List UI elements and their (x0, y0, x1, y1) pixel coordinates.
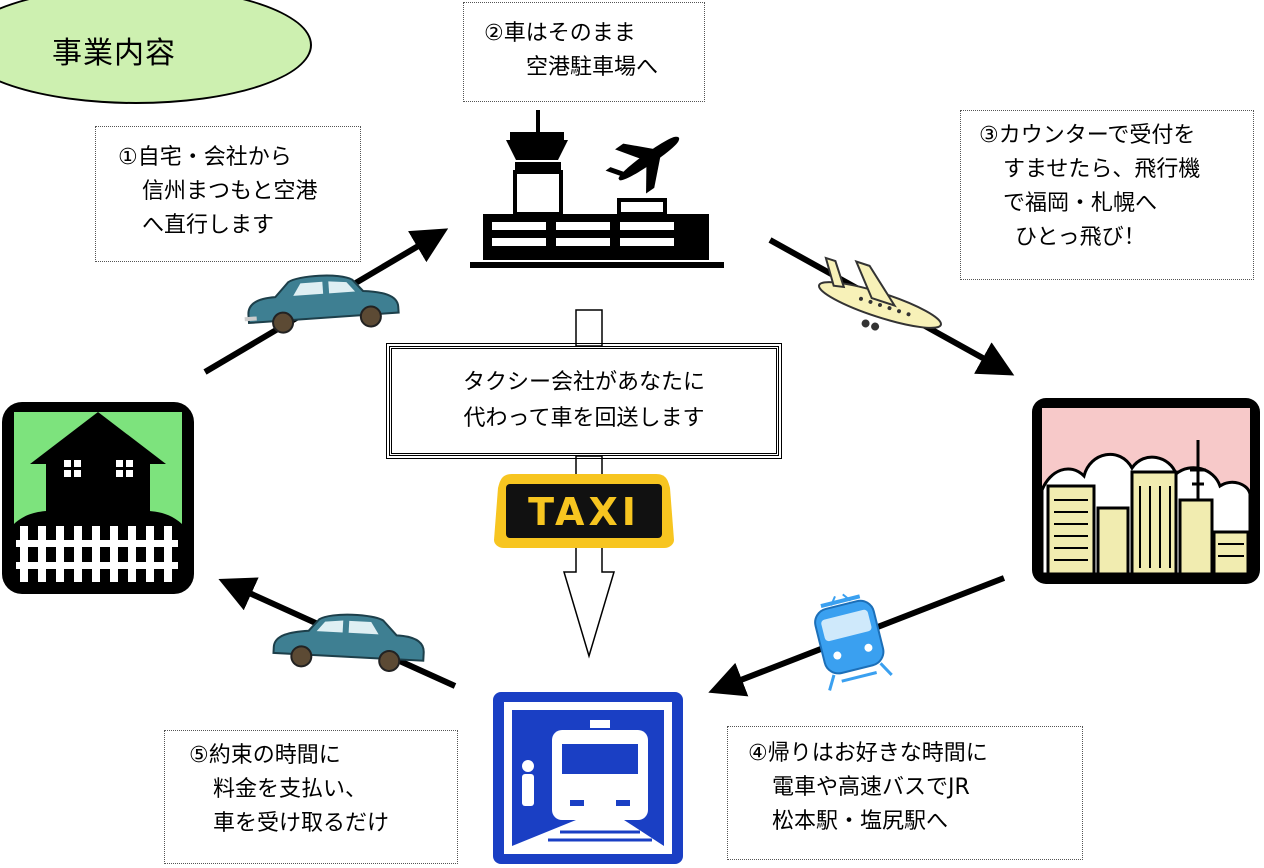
center-line-2: 代わって車を回送します (463, 406, 705, 431)
step-3-line-3: で福岡・札幌へ (1003, 191, 1158, 216)
step-1-line-1: ①自宅・会社から (118, 145, 292, 170)
step-4-line-1: ④帰りはお好きな時間に (748, 741, 988, 766)
center-message-box: タクシー会社があなたに 代わって車を回送します (386, 343, 782, 459)
taxi-sign-text: TAXI (528, 490, 640, 534)
title-oval (0, 0, 312, 104)
step-5-line-1: ⑤約束の時間に (189, 743, 341, 768)
step-3-line-4: ひとっ飛び！ (1015, 225, 1146, 250)
step-3-line-1: ③カウンターで受付を (979, 123, 1196, 148)
taxi-sign-icon: TAXI (494, 474, 674, 548)
step-5-note: ⑤約束の時間に 料金を支払い、 車を受け取るだけ (164, 730, 458, 864)
step-1-line-2: 信州まつもと空港 (142, 179, 318, 204)
step-1-note: ①自宅・会社から 信州まつもと空港 へ直行します (95, 126, 361, 262)
airplane-icon (605, 136, 680, 194)
house-icon (2, 402, 194, 594)
step-4-line-2: 電車や高速バスでJR (772, 775, 970, 800)
step-2-line-1: ②車はそのまま (484, 21, 636, 46)
step-4-note: ④帰りはお好きな時間に 電車や高速バスでJR 松本駅・塩尻駅へ (727, 726, 1083, 860)
train-icon (814, 593, 893, 691)
center-line-1: タクシー会社があなたに (462, 370, 705, 395)
step-3-note: ③カウンターで受付を すませたら、飛行機 で福岡・札幌へ ひとっ飛び！ (960, 110, 1254, 280)
station-icon (493, 692, 683, 864)
step-5-line-2: 料金を支払い、 (213, 777, 368, 802)
page-title: 事業内容 (52, 36, 176, 71)
car-icon (272, 613, 425, 672)
step-4-line-3: 松本駅・塩尻駅へ (772, 809, 949, 834)
city-icon (1032, 398, 1260, 584)
airport-icon (470, 110, 724, 268)
jet-plane-icon (818, 256, 942, 331)
step-2-note: ②車はそのまま 空港駐車場へ (463, 2, 705, 102)
step-5-line-3: 車を受け取るだけ (213, 811, 390, 836)
car-icon (244, 274, 400, 334)
step-1-line-3: へ直行します (142, 213, 275, 238)
step-3-line-2: すませたら、飛行機 (1003, 157, 1201, 182)
step-2-line-2: 空港駐車場へ (526, 55, 659, 80)
